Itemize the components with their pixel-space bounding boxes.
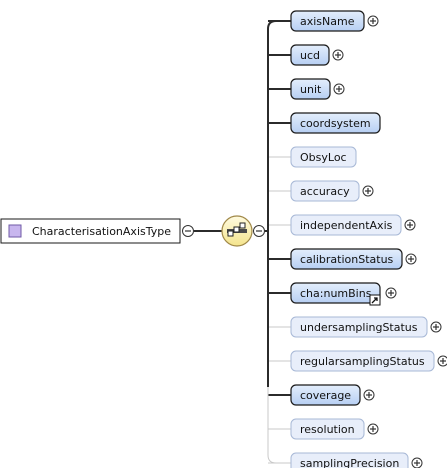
expand-icon[interactable] bbox=[405, 253, 417, 265]
compositor-collapse-icon[interactable] bbox=[253, 225, 265, 237]
complex-type-icon bbox=[8, 224, 22, 238]
element-label: resolution bbox=[300, 423, 355, 436]
element-label: ObsyLoc bbox=[300, 151, 347, 164]
element-node[interactable]: calibrationStatus bbox=[290, 248, 403, 270]
expand-icon[interactable] bbox=[363, 389, 375, 401]
element-label: samplingPrecision bbox=[300, 457, 399, 468]
expand-icon[interactable] bbox=[367, 423, 379, 435]
expand-icon[interactable] bbox=[333, 83, 345, 95]
element-node[interactable]: ObsyLoc bbox=[290, 146, 357, 168]
element-label: axisName bbox=[300, 15, 355, 28]
root-collapse-icon[interactable] bbox=[182, 225, 194, 237]
element-label: undersamplingStatus bbox=[300, 321, 418, 334]
expand-icon[interactable] bbox=[332, 49, 344, 61]
root-type-label: CharacterisationAxisType bbox=[32, 225, 171, 238]
element-node[interactable]: coverage bbox=[290, 384, 361, 406]
element-node[interactable]: ucd bbox=[290, 44, 330, 66]
sequence-compositor-icon[interactable] bbox=[221, 215, 253, 247]
element-label: accuracy bbox=[300, 185, 350, 198]
expand-icon[interactable] bbox=[404, 219, 416, 231]
element-node[interactable]: resolution bbox=[290, 418, 365, 440]
element-label: coverage bbox=[300, 389, 351, 402]
expand-icon[interactable] bbox=[411, 457, 423, 468]
expand-icon[interactable] bbox=[430, 321, 442, 333]
expand-icon[interactable] bbox=[362, 185, 374, 197]
element-label: ucd bbox=[300, 49, 320, 62]
element-label: calibrationStatus bbox=[300, 253, 394, 266]
connector-lines bbox=[265, 20, 291, 464]
element-node[interactable]: coordsystem bbox=[290, 112, 381, 134]
element-node[interactable]: samplingPrecision bbox=[290, 452, 409, 468]
element-node[interactable]: accuracy bbox=[290, 180, 360, 202]
element-label: coordsystem bbox=[300, 117, 371, 130]
element-node[interactable]: independentAxis bbox=[290, 214, 402, 236]
element-label: cha:numBins bbox=[300, 287, 372, 300]
element-node[interactable]: regularsamplingStatus bbox=[290, 350, 435, 372]
expand-icon[interactable] bbox=[437, 355, 447, 367]
element-node[interactable]: undersamplingStatus bbox=[290, 316, 428, 338]
expand-icon[interactable] bbox=[367, 15, 379, 27]
element-node[interactable]: axisName bbox=[290, 10, 365, 32]
reference-arrow-icon bbox=[369, 294, 381, 306]
element-label: regularsamplingStatus bbox=[300, 355, 425, 368]
element-node[interactable]: unit bbox=[290, 78, 331, 100]
element-node[interactable]: cha:numBins bbox=[290, 282, 381, 306]
element-label: independentAxis bbox=[300, 219, 393, 232]
expand-icon[interactable] bbox=[385, 287, 397, 299]
element-label: unit bbox=[300, 83, 322, 96]
root-type-node[interactable]: CharacterisationAxisType bbox=[0, 218, 181, 244]
